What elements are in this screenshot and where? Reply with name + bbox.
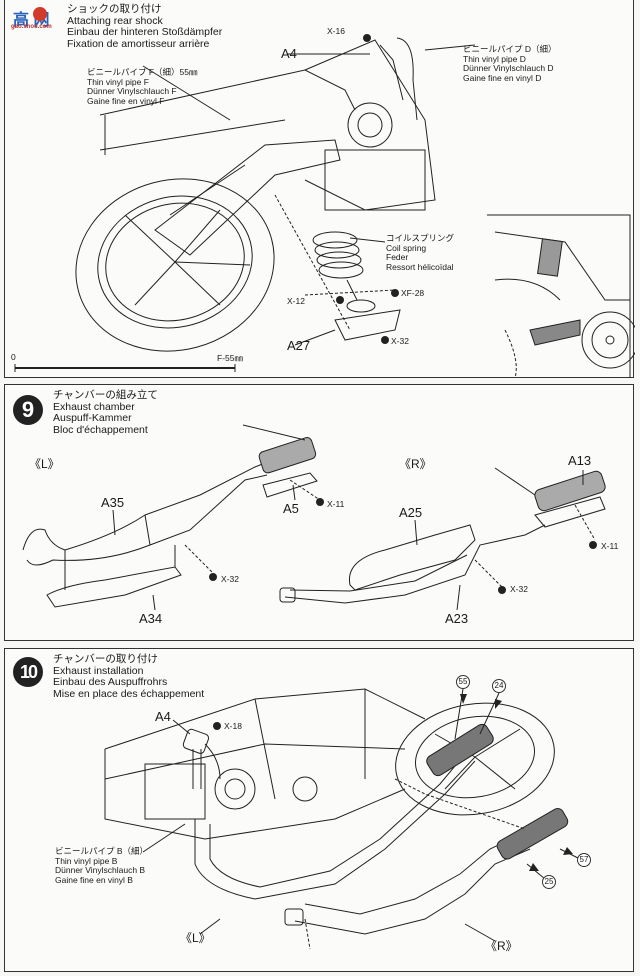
step-10-panel: 10 チャンバーの取り付け Exhaust installation Einba…	[4, 648, 634, 972]
decal-marker-24: 24	[492, 679, 506, 693]
step-9-panel: 9 チャンバーの組み立て Exhaust chamber Auspuff-Kam…	[4, 384, 634, 641]
screw-x18: X-18	[224, 721, 242, 731]
pipe-d-de: Dünner Vinylschlauch D	[463, 63, 554, 73]
title-de: Einbau der hinteren Stoßdämpfer	[67, 26, 223, 38]
pipe-b-ja: ビニールパイプ B（細）	[55, 846, 149, 856]
left-side-label: 《L》	[180, 931, 211, 945]
exhaust-installation-diagram	[104, 688, 581, 950]
part-a35: A35	[101, 495, 125, 510]
screw-x32-left: X-32	[221, 574, 239, 584]
step-number-badge: 9	[13, 395, 43, 425]
screw-x32: X-32	[391, 336, 409, 346]
title-ja: チャンバーの取り付け	[53, 653, 158, 665]
part-a4: A4	[281, 46, 297, 61]
spring-ja: コイルスプリング	[386, 233, 455, 243]
screw-x11-right: X-11	[601, 541, 619, 551]
part-a34: A34	[139, 611, 163, 626]
step-8-panel: 高 网 gao.shou.com ショックの取り付け Attaching rea…	[4, 0, 635, 378]
pipe-d-label: ビニールパイプ D（細） Thin vinyl pipe D Dünner Vi…	[463, 44, 557, 83]
title-de: Auspuff-Kammer	[53, 412, 132, 424]
part-a5: A5	[283, 501, 299, 516]
title-de: Einbau des Auspuffrohrs	[53, 676, 168, 688]
screw-xf28: XF-28	[401, 288, 425, 298]
spring-en: Coil spring	[386, 242, 427, 253]
pipe-b-en: Thin vinyl pipe B	[55, 855, 118, 866]
right-side-label: 《R》	[485, 939, 518, 953]
pipe-b-fr: Gaine fine en vinyl B	[55, 874, 133, 885]
scale-start-label: 0	[11, 352, 16, 362]
pipe-b-label: ビニールパイプ B（細） Thin vinyl pipe B Dünner Vi…	[55, 846, 149, 885]
part-a27: A27	[287, 338, 311, 353]
part-a4: A4	[155, 709, 171, 724]
pipe-f-en: Thin vinyl pipe F	[87, 76, 149, 87]
pipe-d-en: Thin vinyl pipe D	[463, 53, 526, 64]
pipe-d-ja: ビニールパイプ D（細）	[463, 44, 557, 54]
coil-spring-label: コイルスプリング Coil spring Feder Ressort hélic…	[386, 233, 455, 272]
screw-x32-right: X-32	[510, 584, 528, 594]
part-a25: A25	[399, 505, 423, 520]
pipe-f-label: ビニールパイプ F（細）55㎜ Thin vinyl pipe F Dünner…	[87, 67, 198, 106]
rear-shock-diagram	[14, 34, 635, 378]
step-10-title: チャンバーの取り付け Exhaust installation Einbau d…	[53, 653, 205, 700]
screw-x16: X-16	[327, 26, 345, 36]
pipe-f-fr: Gaine fine en vinyl F	[87, 95, 165, 106]
title-ja: ショックの取り付け	[67, 3, 162, 15]
title-fr: Bloc d'échappement	[53, 423, 148, 436]
pipe-d-fr: Gaine fine en vinyl D	[463, 72, 542, 83]
part-a23: A23	[445, 611, 469, 626]
pipe-f-ja: ビニールパイプ F（細）55㎜	[87, 67, 198, 77]
scale-end-label: F-55㎜	[217, 353, 243, 363]
screw-x12: X-12	[287, 296, 305, 306]
part-a13: A13	[568, 453, 592, 468]
title-en: Exhaust installation	[53, 664, 144, 677]
decal-marker-57: 57	[577, 853, 591, 867]
screw-x11-left: X-11	[327, 499, 345, 509]
title-fr: Mise en place des échappement	[53, 687, 205, 700]
spring-fr: Ressort hélicoïdal	[386, 261, 454, 272]
decal-marker-25: 25	[542, 875, 556, 889]
title-ja: チャンバーの組み立て	[53, 389, 158, 401]
right-side-label: 《R》	[399, 457, 432, 471]
watermark-logo: 高 网 gao.shou.com	[11, 6, 71, 32]
watermark-url: gao.shou.com	[11, 24, 52, 30]
decal-marker-55: 55	[456, 675, 470, 689]
watermark-ball-icon	[33, 7, 47, 21]
pipe-f-de: Dünner Vinylschlauch F	[87, 86, 177, 96]
step-9-title: チャンバーの組み立て Exhaust chamber Auspuff-Kamme…	[53, 389, 158, 436]
step-number-badge: 10	[13, 657, 43, 687]
title-en: Exhaust chamber	[53, 400, 135, 413]
exhaust-chamber-diagram	[22, 424, 606, 611]
title-en: Attaching rear shock	[67, 14, 163, 27]
pipe-b-de: Dünner Vinylschlauch B	[55, 865, 146, 875]
left-side-label: 《L》	[29, 457, 60, 471]
title-fr: Fixation de amortisseur arrière	[67, 37, 210, 50]
spring-de: Feder	[386, 252, 409, 262]
step-8-title: ショックの取り付け Attaching rear shock Einbau de…	[67, 3, 223, 50]
